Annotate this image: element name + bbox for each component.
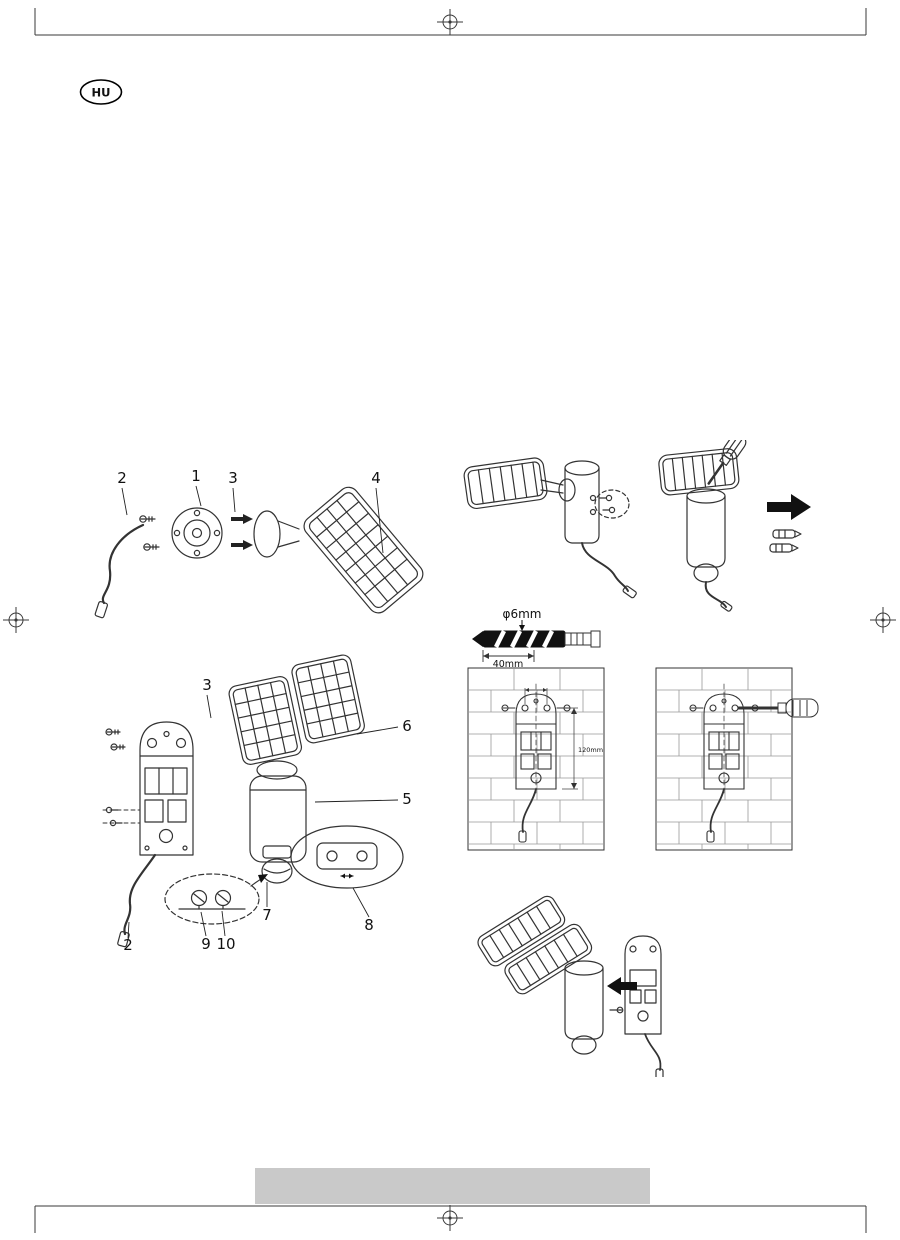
power-cable xyxy=(644,1033,662,1071)
screw-icon xyxy=(110,743,126,751)
drill-shank xyxy=(564,632,592,646)
drill-depth-label: 40mm xyxy=(493,659,524,668)
screw-icon xyxy=(599,494,613,502)
dashed-leader-lines xyxy=(102,809,141,824)
wall-height-dimension-label: 120mm xyxy=(578,746,603,754)
crop-mark-top-icon xyxy=(437,9,463,35)
screwdriver-icon xyxy=(707,440,747,485)
step-remove-lamp xyxy=(463,457,637,599)
wall-bracket xyxy=(624,935,664,1077)
screw-icon xyxy=(609,1006,624,1014)
screw-icon xyxy=(105,806,119,814)
arrow-left-icon xyxy=(607,977,637,995)
callout-7: 7 xyxy=(262,906,272,924)
cable-plug-icon xyxy=(655,1068,664,1077)
callout-1: 1 xyxy=(191,467,201,485)
lamp-body xyxy=(564,960,604,1055)
motion-sensor xyxy=(261,858,293,884)
callout-2: 2 xyxy=(123,936,133,954)
wall-outline xyxy=(467,667,605,851)
screw-icon xyxy=(143,543,160,551)
callout-10: 10 xyxy=(216,935,235,953)
arrow-right-icon xyxy=(767,494,811,520)
wall-anchor-icon xyxy=(772,529,802,539)
mounting-dimension-lines xyxy=(524,688,578,790)
exploded-diagram-main: 3 6 5 7 8 2 9 10 xyxy=(102,654,412,954)
callout-8: 8 xyxy=(364,916,374,934)
exploded-diagram-top: 2 1 3 4 xyxy=(94,467,424,619)
led-lamp-heads xyxy=(477,895,593,995)
drill-diameter-label: φ6mm xyxy=(503,607,542,621)
screw-icon xyxy=(105,728,121,736)
callout-leader-lines xyxy=(121,485,384,554)
drill-tip xyxy=(472,631,483,647)
callout-3: 3 xyxy=(202,676,212,694)
callout-leader-lines xyxy=(127,694,399,939)
installation-steps-diagram xyxy=(463,440,811,612)
cable-plug-icon xyxy=(117,931,130,948)
power-cable xyxy=(704,581,727,608)
screw-icon xyxy=(602,506,616,514)
callout-6: 6 xyxy=(402,717,412,735)
cable-plug-icon xyxy=(720,600,733,612)
callout-3: 3 xyxy=(228,469,238,487)
screw-icon xyxy=(109,819,123,827)
step-drive-screw xyxy=(658,440,811,612)
pivot-joint xyxy=(253,510,300,558)
callout-5: 5 xyxy=(402,790,412,808)
language-badge-oval xyxy=(79,79,123,105)
callout-4: 4 xyxy=(371,469,381,487)
final-assembly-diagram xyxy=(477,895,664,1077)
wall-mounting-diagrams: 120mm xyxy=(467,667,819,851)
crop-mark-bottom-icon xyxy=(437,1205,463,1231)
terminal-detail-bubble xyxy=(164,873,268,925)
led-lamp-head xyxy=(658,448,740,496)
cable-plug-icon xyxy=(94,601,108,619)
crop-mark-left-icon xyxy=(3,607,29,633)
crop-mark-right-icon xyxy=(870,607,896,633)
led-lamp-head xyxy=(463,457,548,510)
callout-9: 9 xyxy=(201,935,211,953)
wall-anchor-icon xyxy=(769,543,799,553)
power-cable xyxy=(581,542,629,592)
cable-plug-icon xyxy=(622,585,637,599)
language-badge-label: HU xyxy=(92,86,111,100)
language-badge: HU xyxy=(79,79,123,105)
drill-bit-diagram: φ6mm 40mm xyxy=(472,607,601,668)
callout-2: 2 xyxy=(117,469,127,487)
direction-arrows-icon xyxy=(231,514,253,550)
led-lamp-heads xyxy=(228,654,365,765)
wall-mount-step-left xyxy=(467,667,605,851)
screwdriver-icon xyxy=(738,698,819,718)
power-cable xyxy=(123,853,157,936)
footer-redacted-bar xyxy=(255,1168,650,1204)
wall-bracket-back xyxy=(139,721,194,856)
wall-mount-step-right xyxy=(655,667,819,851)
screw-icon xyxy=(139,515,156,523)
lamp-body xyxy=(249,760,307,863)
bracket-base-detail-bubble xyxy=(290,825,404,889)
wall-outline xyxy=(655,667,793,851)
led-lamp-head xyxy=(303,486,424,614)
power-cable xyxy=(101,523,145,605)
mounting-plate xyxy=(171,507,223,559)
motion-sensor xyxy=(571,1035,597,1055)
